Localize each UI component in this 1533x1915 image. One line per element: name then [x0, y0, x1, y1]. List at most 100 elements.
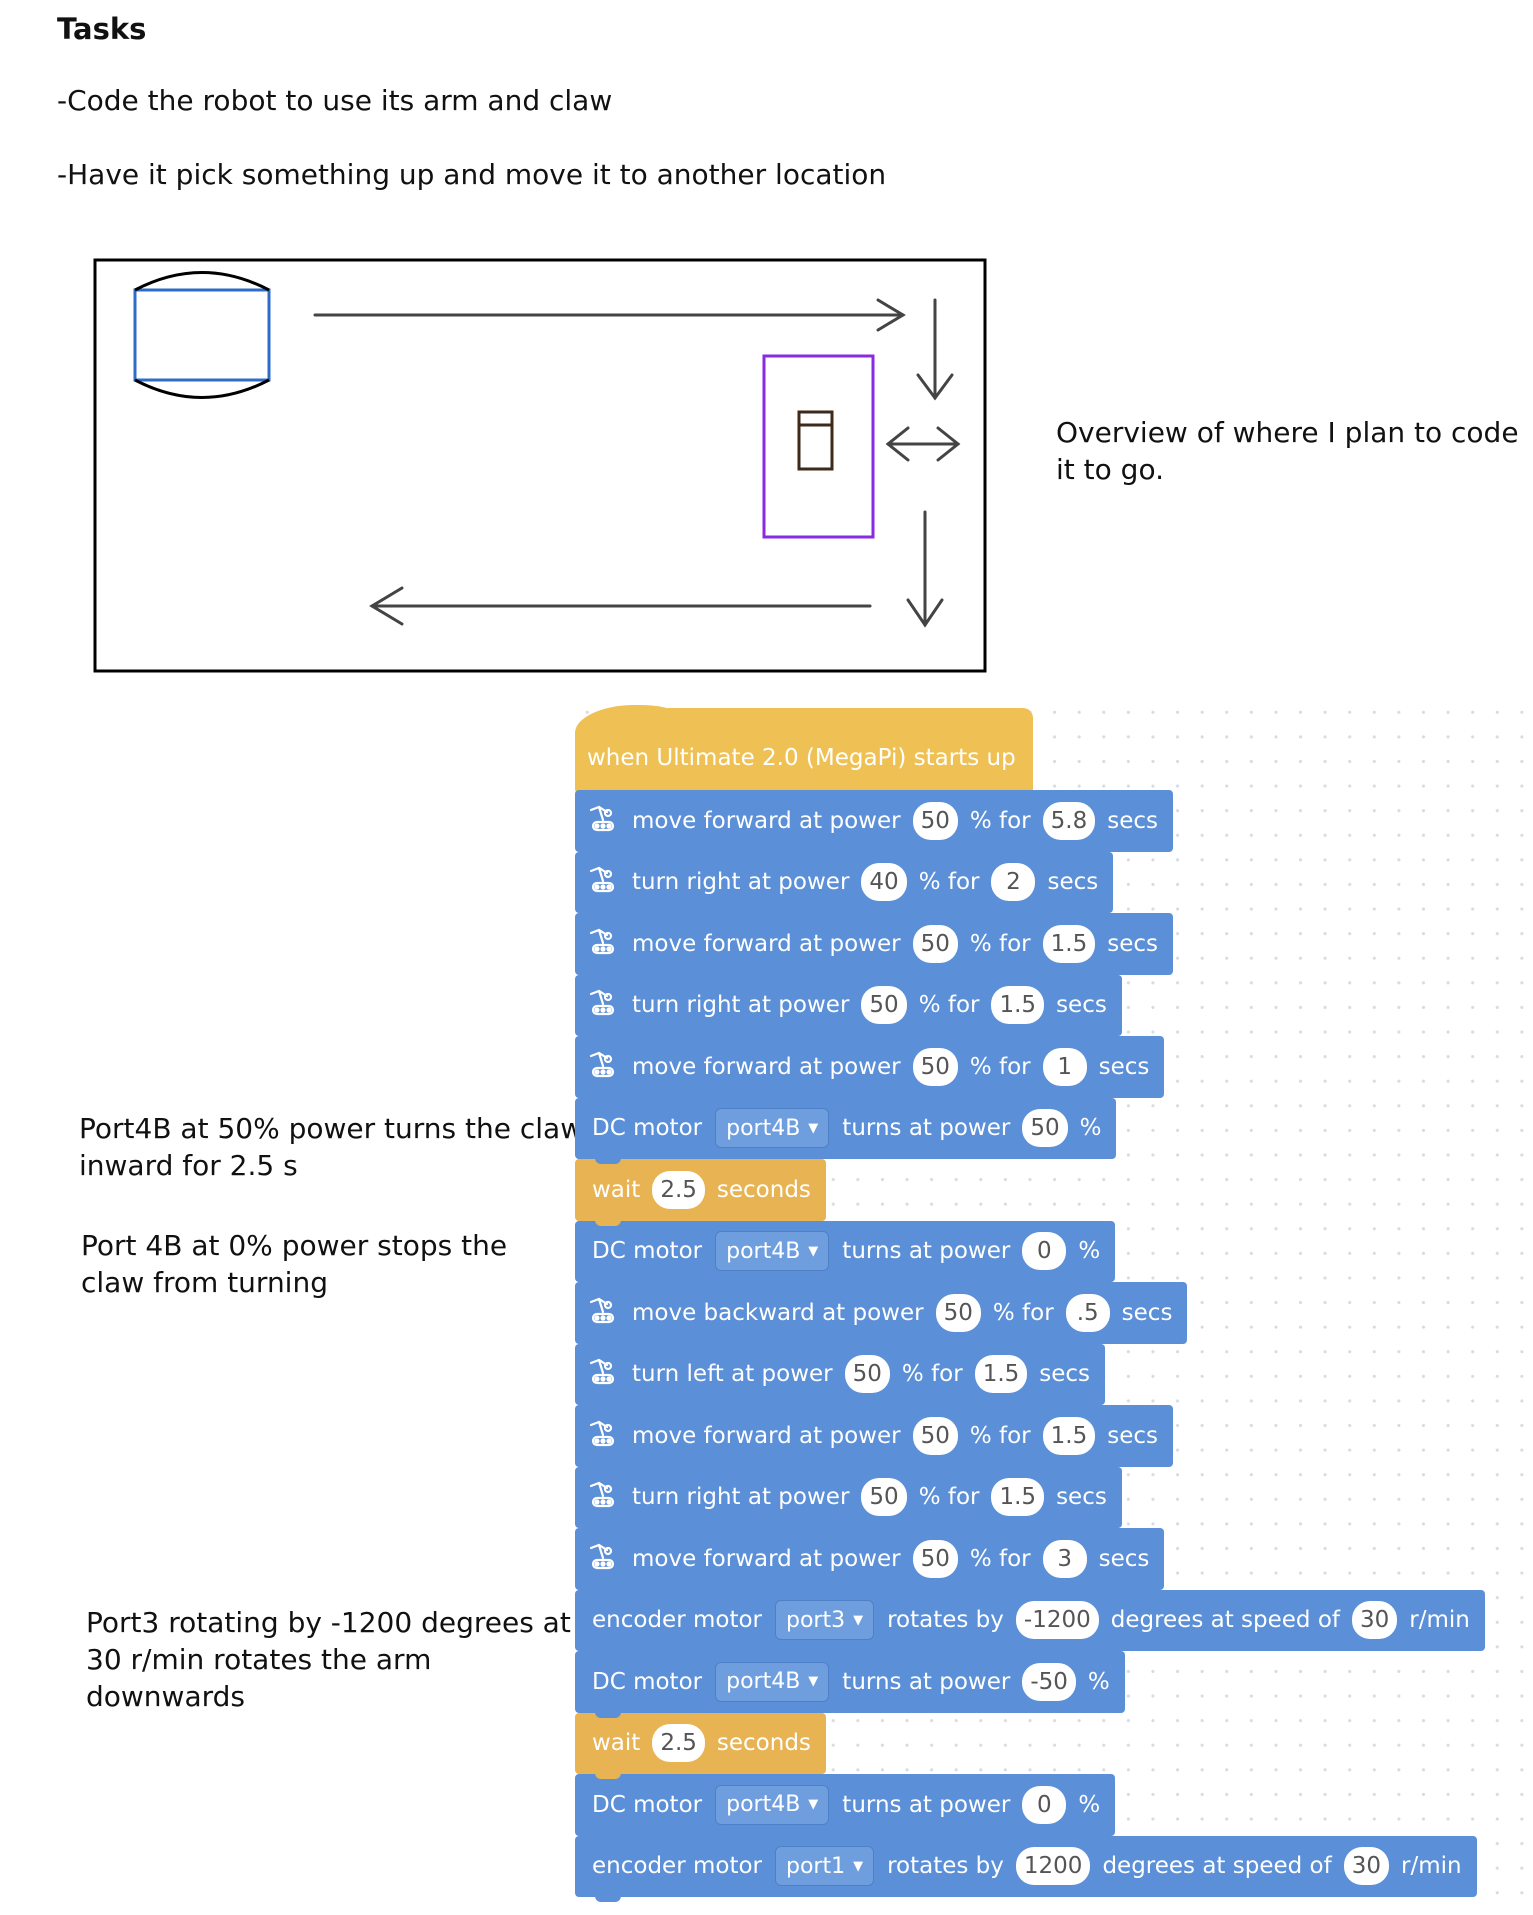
code-block-turn-right-2[interactable]: turn right at power 50 % for 1.5 secs: [575, 974, 1122, 1041]
robot-arm-icon: [587, 988, 619, 1022]
port-dropdown-label: port4B: [726, 1115, 801, 1141]
number-input[interactable]: 1.5: [1042, 1416, 1096, 1455]
number-input[interactable]: 50: [861, 986, 907, 1025]
number-input[interactable]: 1.5: [974, 1355, 1028, 1394]
port-dropdown[interactable]: port4B ▼: [715, 1661, 830, 1702]
block-text: secs: [1056, 1484, 1107, 1511]
block-text: % for: [918, 869, 980, 896]
block-text: turns at power: [842, 1668, 1011, 1695]
block-text: move forward at power: [632, 807, 901, 834]
number-input[interactable]: 2.5: [652, 1170, 705, 1209]
block-text: move forward at power: [632, 1422, 901, 1449]
number-input[interactable]: 50: [844, 1355, 890, 1394]
number-input[interactable]: 2.5: [652, 1724, 705, 1763]
arrow-right-head: [876, 298, 906, 332]
block-text: wait: [592, 1730, 641, 1757]
port-dropdown[interactable]: port4B▼: [715, 1784, 830, 1825]
number-input[interactable]: .5: [1065, 1293, 1110, 1332]
robot-top-curve: [134, 271, 270, 292]
block-text: turn right at power: [632, 992, 850, 1019]
block-text: wait: [592, 1176, 641, 1203]
block-text: % for: [969, 807, 1031, 834]
number-input[interactable]: 1.5: [1042, 924, 1096, 963]
code-block-wait-2[interactable]: wait 2.5 seconds: [575, 1712, 826, 1779]
number-input[interactable]: 2: [991, 863, 1036, 902]
block-text: secs: [1098, 1545, 1150, 1572]
arrow-down-1-head: [916, 373, 954, 401]
block-text: % for: [901, 1361, 963, 1388]
robot-arm-icon: [587, 927, 619, 961]
number-input[interactable]: 40: [861, 863, 907, 902]
number-input[interactable]: 1200: [1015, 1847, 1091, 1886]
task-item-arm-claw: -Code the robot to use its arm and claw: [57, 84, 613, 117]
annotation-claw-stop: Port 4B at 0% power stops the claw from …: [81, 1229, 508, 1299]
number-input[interactable]: -1200: [1015, 1601, 1099, 1640]
block-text: % for: [918, 992, 980, 1019]
number-input[interactable]: 1: [1042, 1047, 1087, 1086]
robot-bottom-curve: [134, 378, 270, 399]
number-input[interactable]: 50: [861, 1478, 907, 1517]
block-text: secs: [1056, 992, 1107, 1019]
hat-block-start[interactable]: [575, 708, 1033, 793]
number-input[interactable]: 50: [1022, 1109, 1068, 1148]
number-input[interactable]: -50: [1022, 1662, 1076, 1701]
port-dropdown[interactable]: port3▼: [774, 1600, 875, 1641]
number-input[interactable]: 50: [912, 924, 958, 963]
port-dropdown[interactable]: port1▼: [774, 1846, 875, 1887]
caret-down-icon: ▼: [808, 1120, 819, 1136]
number-input[interactable]: 5.8: [1042, 801, 1096, 840]
robot-arm-icon: [587, 1357, 619, 1391]
robot-arm-icon: [587, 1419, 619, 1453]
number-input[interactable]: 3: [1042, 1539, 1087, 1578]
block-text: turn left at power: [632, 1361, 833, 1388]
port-dropdown[interactable]: port4B ▼: [715, 1108, 830, 1149]
block-text: seconds: [716, 1730, 811, 1757]
number-input[interactable]: 50: [935, 1293, 981, 1332]
overview-note: Overview of where I plan to code it to g…: [1056, 416, 1519, 486]
number-input[interactable]: 50: [912, 801, 958, 840]
code-block-turn-right-1[interactable]: turn right at power 40 % for 2 secs: [575, 851, 1114, 918]
caret-down-icon: ▼: [808, 1674, 819, 1690]
block-text: %: [1087, 1668, 1110, 1695]
block-text: turn right at power: [632, 869, 850, 896]
block-text: r/min: [1409, 1607, 1470, 1634]
block-text: DC motor: [592, 1115, 703, 1142]
number-input[interactable]: 30: [1343, 1847, 1389, 1886]
caret-down-icon: ▼: [853, 1612, 864, 1628]
number-input[interactable]: 0: [1022, 1232, 1067, 1271]
port-dropdown[interactable]: port4B▼: [715, 1231, 830, 1272]
number-input[interactable]: 50: [912, 1047, 958, 1086]
block-text: secs: [1047, 869, 1099, 896]
number-input[interactable]: 0: [1022, 1785, 1067, 1824]
number-input[interactable]: 1.5: [991, 986, 1045, 1025]
number-input[interactable]: 50: [912, 1539, 958, 1578]
tasks-title: Tasks: [57, 12, 147, 46]
robot-start-box: [133, 288, 271, 382]
port-dropdown-label: port4B: [726, 1669, 801, 1695]
block-text: secs: [1107, 1422, 1158, 1449]
arrow-double-head-left: [885, 426, 910, 462]
number-input[interactable]: 30: [1352, 1601, 1398, 1640]
block-text: % for: [969, 1053, 1031, 1080]
annotation-arm-down: Port3 rotating by -1200 degrees at 30 r/…: [86, 1606, 571, 1713]
number-input[interactable]: 1.5: [991, 1478, 1045, 1517]
number-input[interactable]: 50: [912, 1416, 958, 1455]
block-text: DC motor: [592, 1238, 703, 1265]
caret-down-icon: ▼: [808, 1243, 819, 1259]
